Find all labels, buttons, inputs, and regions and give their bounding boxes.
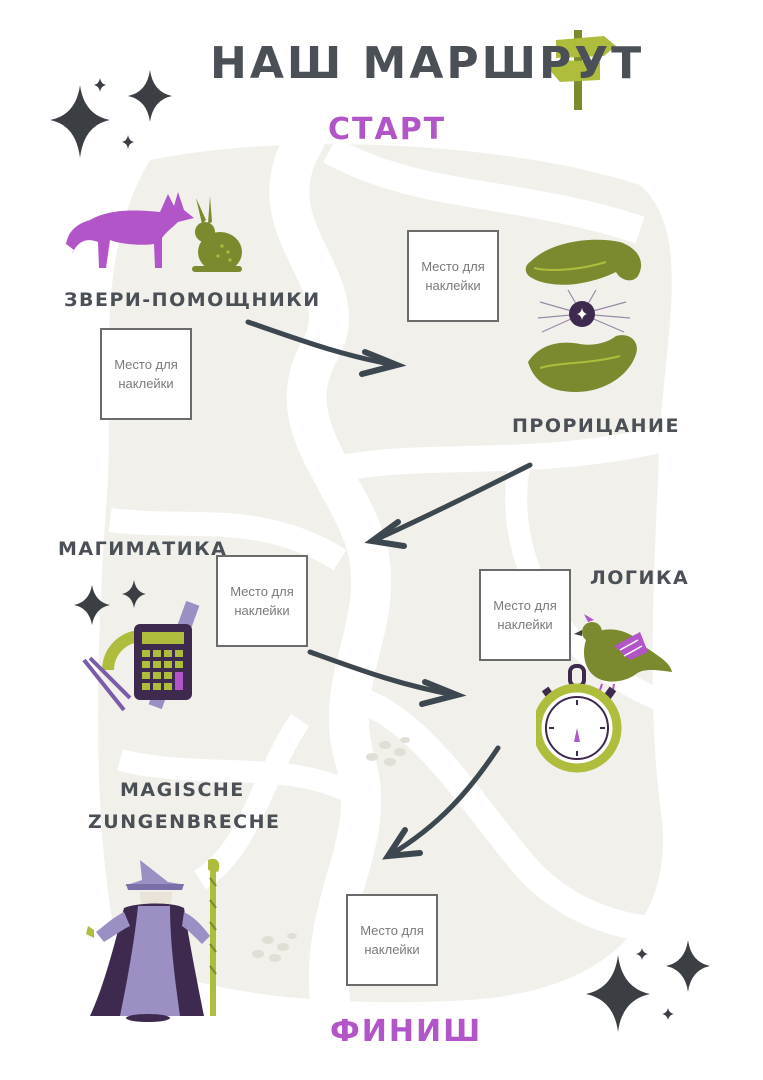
sticker-slot-text: наклейки xyxy=(118,376,174,391)
map-path xyxy=(269,120,392,1020)
finish-label: ФИНИШ xyxy=(330,1014,483,1049)
arrow-3 xyxy=(307,649,458,698)
sticker-slot-text: наклейки xyxy=(364,942,420,957)
map-dots xyxy=(252,737,410,962)
sticker-slot-text: Место для xyxy=(493,598,557,613)
sticker-slot-text: наклейки xyxy=(425,278,481,293)
route-arrows xyxy=(245,319,533,860)
station-label-logic: ЛОГИКА xyxy=(590,567,690,589)
calculator-and-tools-icon xyxy=(74,580,200,712)
sticker-slot-text: наклейки xyxy=(234,603,290,618)
page-title: НАШ МАРШРУТ xyxy=(210,38,645,89)
crystal-ball-hands-icon xyxy=(525,239,642,392)
sticker-slot-text: Место для xyxy=(421,259,485,274)
map-path xyxy=(117,749,350,801)
sparkle-icon xyxy=(50,70,172,158)
sticker-slot-text: наклейки xyxy=(497,617,553,632)
arrow-4 xyxy=(387,745,501,858)
arrow-4-head xyxy=(382,827,423,860)
arrow-3-head xyxy=(419,679,467,707)
arrow-2-head xyxy=(364,519,407,549)
sparkle-icon xyxy=(586,940,710,1032)
arrow-1 xyxy=(245,319,398,368)
bird-on-stopwatch-icon xyxy=(536,614,672,773)
map-path xyxy=(108,508,347,571)
sticker-slot[interactable]: Место для наклейки xyxy=(216,555,308,647)
sticker-slot[interactable]: Место для наклейки xyxy=(479,569,571,661)
wizard-icon xyxy=(86,858,220,1022)
station-label-tongue-twisters-line2: ZUNGENBRECHE xyxy=(88,811,281,833)
signpost-icon xyxy=(548,30,616,110)
station-label-tongue-twisters-line1: MAGISCHE xyxy=(120,779,245,801)
station-label-magimatics: МАГИМАТИКА xyxy=(58,538,228,560)
sticker-slot-text: Место для xyxy=(230,584,294,599)
map-path xyxy=(355,687,671,943)
station-label-divination: ПРОРИЦАНИЕ xyxy=(512,415,680,437)
arrow-1-head xyxy=(359,349,407,377)
sticker-slot[interactable]: Место для наклейки xyxy=(407,230,499,322)
sticker-slot-text: Место для xyxy=(360,923,424,938)
sticker-slot[interactable]: Место для наклейки xyxy=(100,328,192,420)
sticker-slot[interactable]: Место для наклейки xyxy=(346,894,438,986)
map-path xyxy=(323,137,645,244)
sticker-slot-text: Место для xyxy=(114,357,178,372)
fox-and-hare-icon xyxy=(64,192,242,272)
map-path xyxy=(327,427,663,483)
station-label-animals: ЗВЕРИ-ПОМОЩНИКИ xyxy=(64,289,321,311)
arrow-2 xyxy=(372,462,533,543)
start-label: СТАРТ xyxy=(328,112,447,147)
